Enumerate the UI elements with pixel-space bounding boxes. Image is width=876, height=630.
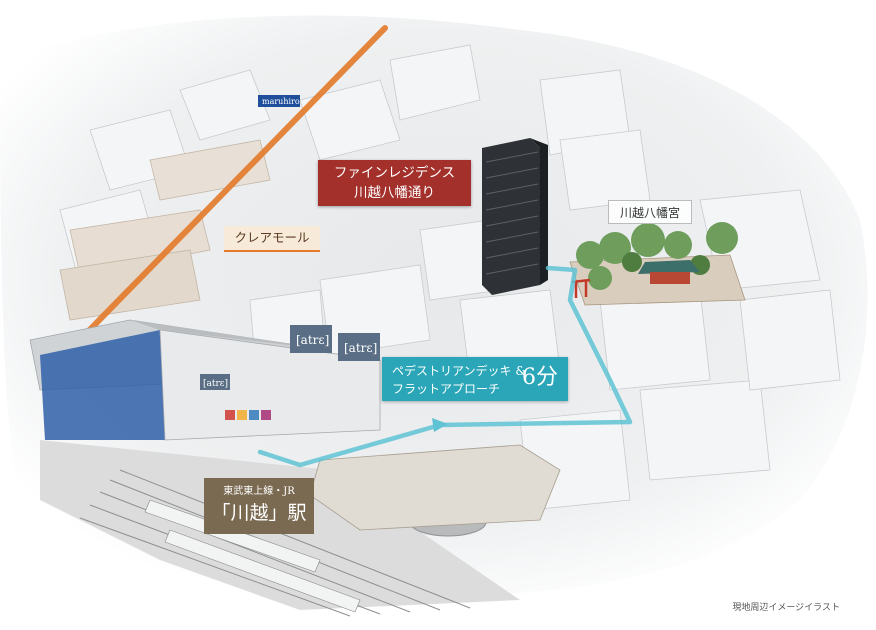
atre-sign-2: [atrε] [344, 341, 377, 355]
shrine-grounds [569, 222, 746, 306]
tree-icon [576, 222, 738, 290]
deck-label-line2: フラットアプローチ [392, 382, 501, 396]
station-building [309, 444, 561, 531]
station-label: 東武東上線・JR 「川越」駅 [204, 478, 314, 534]
station-name: 「川越」駅 [211, 502, 307, 524]
residence-label: ファインレジデンス 川越八幡通り [318, 160, 471, 206]
trains [144, 499, 361, 613]
maruhiro-sign-text: maruhiro [262, 97, 300, 106]
pedestrian-route [257, 265, 633, 468]
route-arrow [432, 418, 448, 432]
residence-tower [482, 138, 548, 295]
pedestrian-deck-label: ペデストリアンデッキ & フラットアプローチ 6分 [382, 357, 568, 401]
deck-label-line1: ペデストリアンデッキ & [392, 364, 527, 378]
residence-label-line1: ファインレジデンス [333, 165, 456, 181]
deck-walk-minutes: 6分 [522, 365, 558, 390]
mall-label: クレアモール [224, 226, 320, 252]
shrine-label: 川越八幡宮 [608, 200, 692, 224]
illustration-caption: 現地周辺イメージイラスト [732, 603, 840, 613]
atre-sign-3: [atrε] [203, 379, 228, 389]
atre-building [29, 319, 381, 441]
station-lines: 東武東上線・JR [223, 486, 295, 497]
atre-sign-1: [atrε] [296, 333, 329, 347]
residence-label-line2: 川越八幡通り [354, 185, 435, 201]
maruhiro-sign [258, 95, 300, 107]
mall-road [67, 25, 388, 353]
